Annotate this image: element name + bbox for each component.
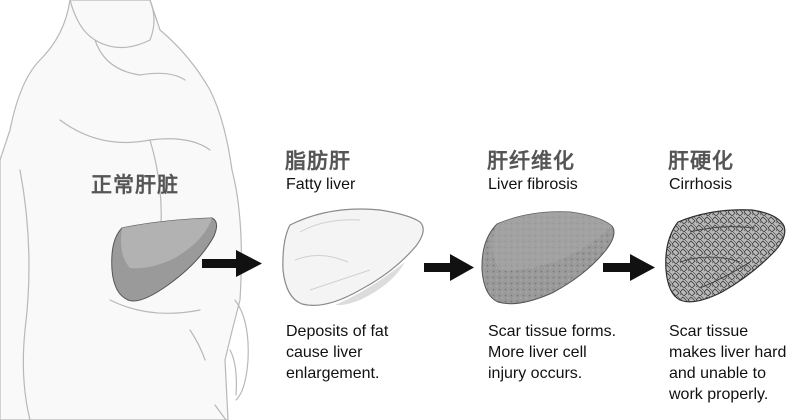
fibrosis-liver (481, 211, 615, 305)
description-line: cause liver (286, 344, 363, 361)
fatty-liver-label-en: Fatty liver (286, 176, 356, 193)
description-line: and unable to (669, 365, 766, 382)
description-line: makes liver hard (669, 344, 787, 361)
cirrhosis-label-en: Cirrhosis (669, 176, 733, 193)
description-line: More liver cell (488, 344, 587, 361)
description-line: enlargement. (286, 365, 380, 382)
fibrosis-description: Scar tissue forms. More liver cell injur… (488, 321, 616, 384)
description-line: Scar tissue (669, 323, 749, 340)
normal-liver (111, 217, 218, 302)
description-line: work properly. (669, 386, 769, 403)
arrow-2 (424, 254, 474, 281)
description-line: Deposits of fat (286, 323, 389, 340)
normal-liver-label: 正常肝脏 (91, 173, 179, 197)
fibrosis-label-en: Liver fibrosis (488, 176, 578, 193)
fatty-liver-label-zh: 脂肪肝 (285, 149, 351, 173)
fatty-liver (282, 208, 424, 306)
arrow-1 (202, 250, 262, 277)
torso-sketch (0, 0, 249, 420)
description-line: Scar tissue forms. (488, 323, 617, 340)
cirrhosis-description: Scar tissue makes liver hard and unable … (669, 321, 786, 405)
arrow-3 (603, 254, 655, 281)
fatty-liver-description: Deposits of fat cause liver enlargement. (286, 321, 388, 384)
description-line: injury occurs. (488, 365, 583, 382)
fibrosis-label-zh: 肝纤维化 (487, 149, 575, 173)
cirrhosis-liver (665, 209, 786, 303)
cirrhosis-label-zh: 肝硬化 (668, 149, 734, 173)
